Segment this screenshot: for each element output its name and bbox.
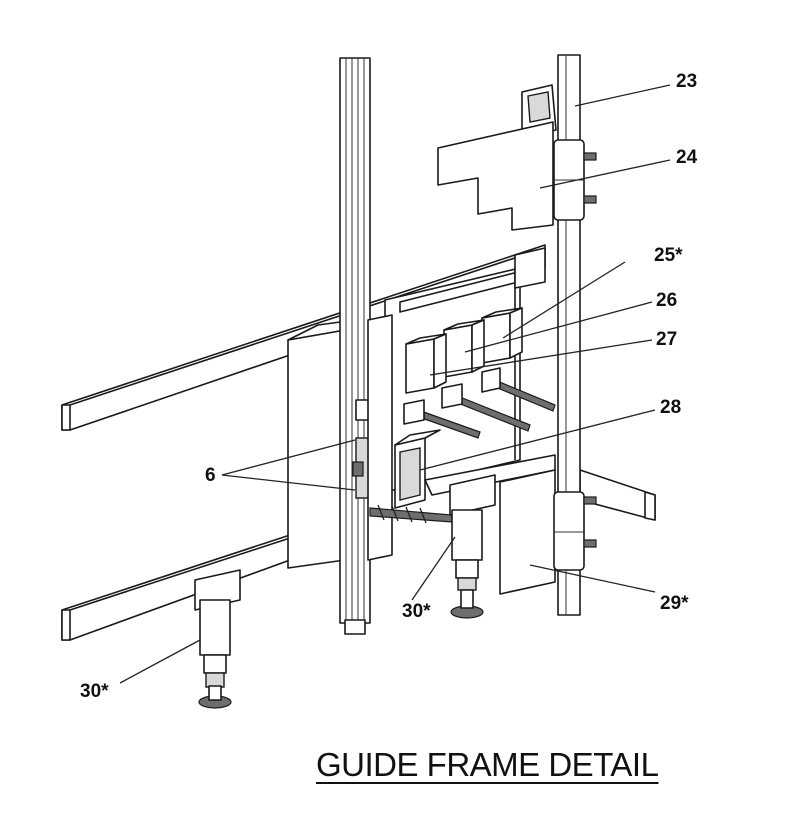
leveling-foot-right: [449, 474, 496, 619]
sensor-block-26: [443, 319, 485, 378]
callout-26: 26: [656, 290, 678, 311]
upper-shroud-plate: [437, 121, 554, 231]
leader-lines: [119, 84, 671, 684]
callout-24: 24: [676, 147, 698, 168]
callout-30-center: 30*: [402, 601, 431, 622]
right-frame-rail: [579, 469, 656, 521]
callout-30-left: 30*: [80, 681, 109, 702]
callout-25: 25*: [654, 245, 683, 266]
leveling-foot-left: [194, 569, 241, 709]
lower-post-collar: [553, 491, 597, 571]
sensor-block-27: [405, 333, 447, 394]
upper-post-collar: [553, 139, 597, 221]
drawing-title: GUIDE FRAME DETAIL: [316, 746, 659, 783]
sensor-block-25: [481, 307, 523, 364]
callout-28: 28: [660, 397, 682, 418]
callout-27: 27: [656, 329, 678, 350]
callout-6: 6: [205, 465, 216, 486]
sensor-rods: [403, 367, 556, 439]
lower-frame-rail: [61, 534, 291, 641]
callout-23: 23: [676, 71, 698, 92]
callout-29: 29*: [660, 593, 689, 614]
central-guide-column: [287, 57, 393, 635]
lower-plate-29: [499, 469, 556, 595]
